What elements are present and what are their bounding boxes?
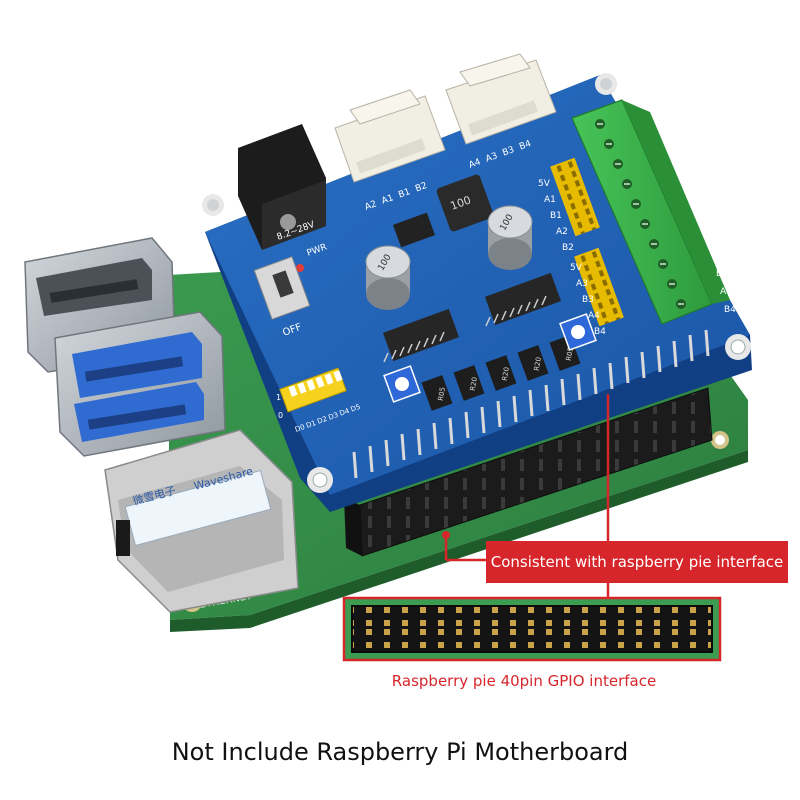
conn-r-3: B4	[518, 139, 533, 153]
res-2: R20	[501, 366, 511, 381]
footer-caption: Not Include Raspberry Pi Motherboard	[171, 738, 629, 766]
res-3: R20	[533, 356, 543, 371]
driver-chip-right	[484, 272, 562, 327]
interface-callout: Consistent with raspberry pie interface	[486, 541, 788, 583]
potentiometers	[383, 313, 597, 403]
ts-3: A2	[556, 227, 568, 237]
res-4: R05	[565, 346, 575, 361]
usb-ports	[24, 237, 226, 457]
dc-power-jack	[238, 124, 326, 250]
ts-7: B3	[582, 295, 594, 305]
capacitor-left: 100	[365, 245, 411, 310]
tr-2: A2	[690, 173, 702, 183]
ts-5: 5V	[570, 263, 583, 273]
ts-2: B1	[550, 211, 562, 221]
motor-connector-right	[445, 53, 557, 145]
ts-4: B2	[562, 243, 574, 253]
mounting-holes	[202, 73, 751, 493]
sense-resistors: R05 R20 R20 R20 R05	[421, 335, 581, 411]
ethernet-port: 微雪电子 Waveshare	[104, 429, 299, 613]
res-1: R20	[469, 376, 479, 391]
conn-r-0: A4	[468, 157, 483, 171]
gpio-caption: Raspberry pie 40pin GPIO interface	[391, 672, 657, 690]
conn-r-1: A3	[484, 151, 499, 164]
tr-7: B3	[716, 269, 728, 279]
conn-l-3: B2	[414, 181, 429, 194]
yellow-pin-headers	[550, 157, 624, 327]
motor-connector-left	[334, 89, 446, 183]
dip-side-1: 1	[276, 393, 281, 402]
driver-chip-left	[382, 308, 460, 363]
tr-5: GND	[704, 233, 725, 243]
ts-0: 5V	[538, 179, 551, 189]
ts-1: A1	[544, 195, 556, 205]
screw-terminal-block	[571, 99, 730, 325]
ts-8: A4	[588, 311, 600, 321]
tr-6: A3	[712, 251, 724, 261]
tr-0: A1	[678, 133, 690, 143]
power-switch	[253, 256, 311, 320]
dip-d2: D2	[316, 415, 328, 426]
small-chip	[392, 212, 436, 248]
conn-l-0: A2	[364, 199, 379, 212]
dip-side-0: 0	[278, 411, 283, 420]
capacitor-right: 100	[487, 205, 533, 270]
power-led	[296, 264, 304, 272]
terminal-right-labels: A1 B1 A2 B2 VIN GND A3 B3 A4 B4	[678, 133, 736, 315]
tr-4: VIN	[700, 213, 716, 223]
dip-d1: D1	[305, 419, 317, 430]
dip-d3: D3	[327, 411, 339, 422]
gpio-inset	[342, 596, 722, 662]
dip-d0: D0	[294, 423, 306, 434]
dip-d5: D5	[350, 403, 362, 414]
dip-labels: D0D1D2D3D4D5	[294, 403, 362, 434]
terminal-side-labels: 5V A1 B1 A2 B2 5V A3 B3 A4 B4	[538, 179, 606, 337]
conn-l-1: A1	[380, 193, 395, 206]
ts-6: A3	[576, 279, 588, 289]
conn-l-2: B1	[397, 187, 412, 200]
tr-8: A4	[720, 287, 732, 297]
ts-9: B4	[594, 327, 606, 337]
dip-switch	[279, 367, 347, 413]
res-0: R05	[437, 386, 447, 401]
dip-d4: D4	[338, 407, 350, 418]
hat-gpio-pins	[352, 329, 710, 479]
tr-1: B1	[684, 153, 696, 163]
inductor: 100	[436, 174, 494, 232]
stacking-header	[344, 387, 713, 557]
tr-3: B2	[696, 193, 708, 203]
tr-9: B4	[724, 305, 736, 315]
conn-r-2: B3	[501, 145, 516, 158]
